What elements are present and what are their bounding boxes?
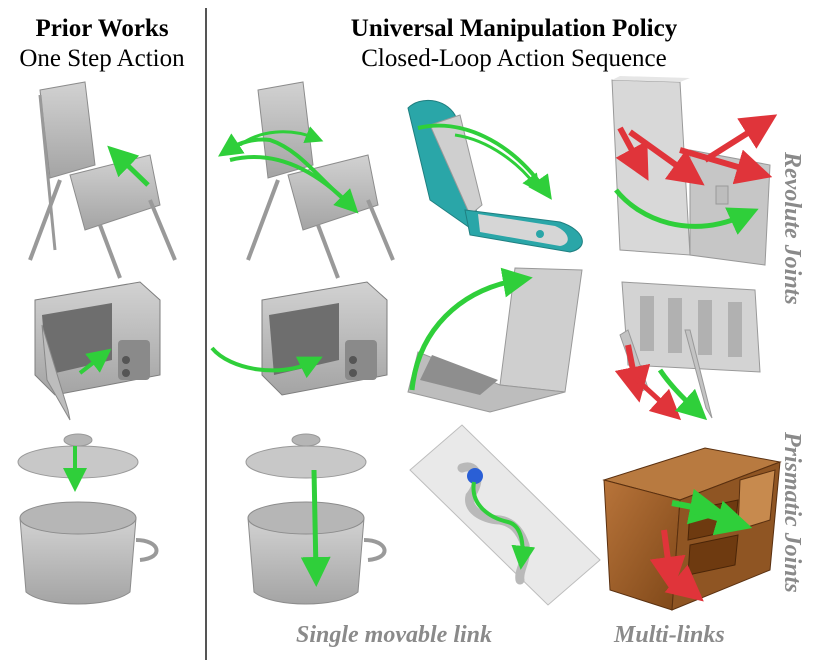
phone-trajectory [417, 123, 552, 200]
ump-title: Universal Manipulation Policy [350, 15, 678, 42]
pot-ours-trajectory [300, 469, 331, 587]
fridge-green-trajectory [614, 188, 759, 235]
single-link-label: Single movable link [296, 622, 493, 648]
slider-trajectory [471, 481, 536, 570]
ump-header: Universal Manipulation Policy Closed-Loo… [214, 14, 814, 74]
pot-prior [17, 433, 159, 605]
microwave-ours-trajectory [210, 346, 323, 379]
chair-ours-trajectory [218, 126, 359, 214]
cabinet-green-arrows [671, 488, 753, 536]
slider-board [409, 424, 601, 606]
ump-subtitle: Closed-Loop Action Sequence [361, 45, 667, 72]
chair-prior [28, 81, 177, 279]
laptop-trajectory [409, 267, 533, 391]
prismatic-joints-label: Prismatic Joints [779, 432, 805, 593]
prior-works-subtitle: One Step Action [19, 45, 185, 72]
fridge-red-arrows [615, 114, 778, 186]
cabinet-red-arrows [649, 529, 704, 602]
prior-works-header: Prior Works One Step Action [0, 14, 204, 74]
shutter-red-arrows [614, 344, 682, 421]
flip-phone [407, 99, 583, 253]
wood-cabinet [602, 447, 782, 611]
prior-works-title: Prior Works [35, 15, 169, 42]
chair-prior-arrow [107, 145, 150, 187]
shutter-green-trajectory [657, 368, 708, 421]
shutter-frame [619, 281, 761, 419]
column-divider [205, 8, 207, 660]
laptop [407, 267, 583, 413]
microwave-prior-arrow [78, 348, 112, 375]
microwave-prior [34, 281, 161, 421]
multi-links-label: Multi-links [614, 622, 725, 648]
revolute-joints-label: Revolute Joints [779, 152, 805, 305]
microwave-ours [261, 281, 388, 396]
